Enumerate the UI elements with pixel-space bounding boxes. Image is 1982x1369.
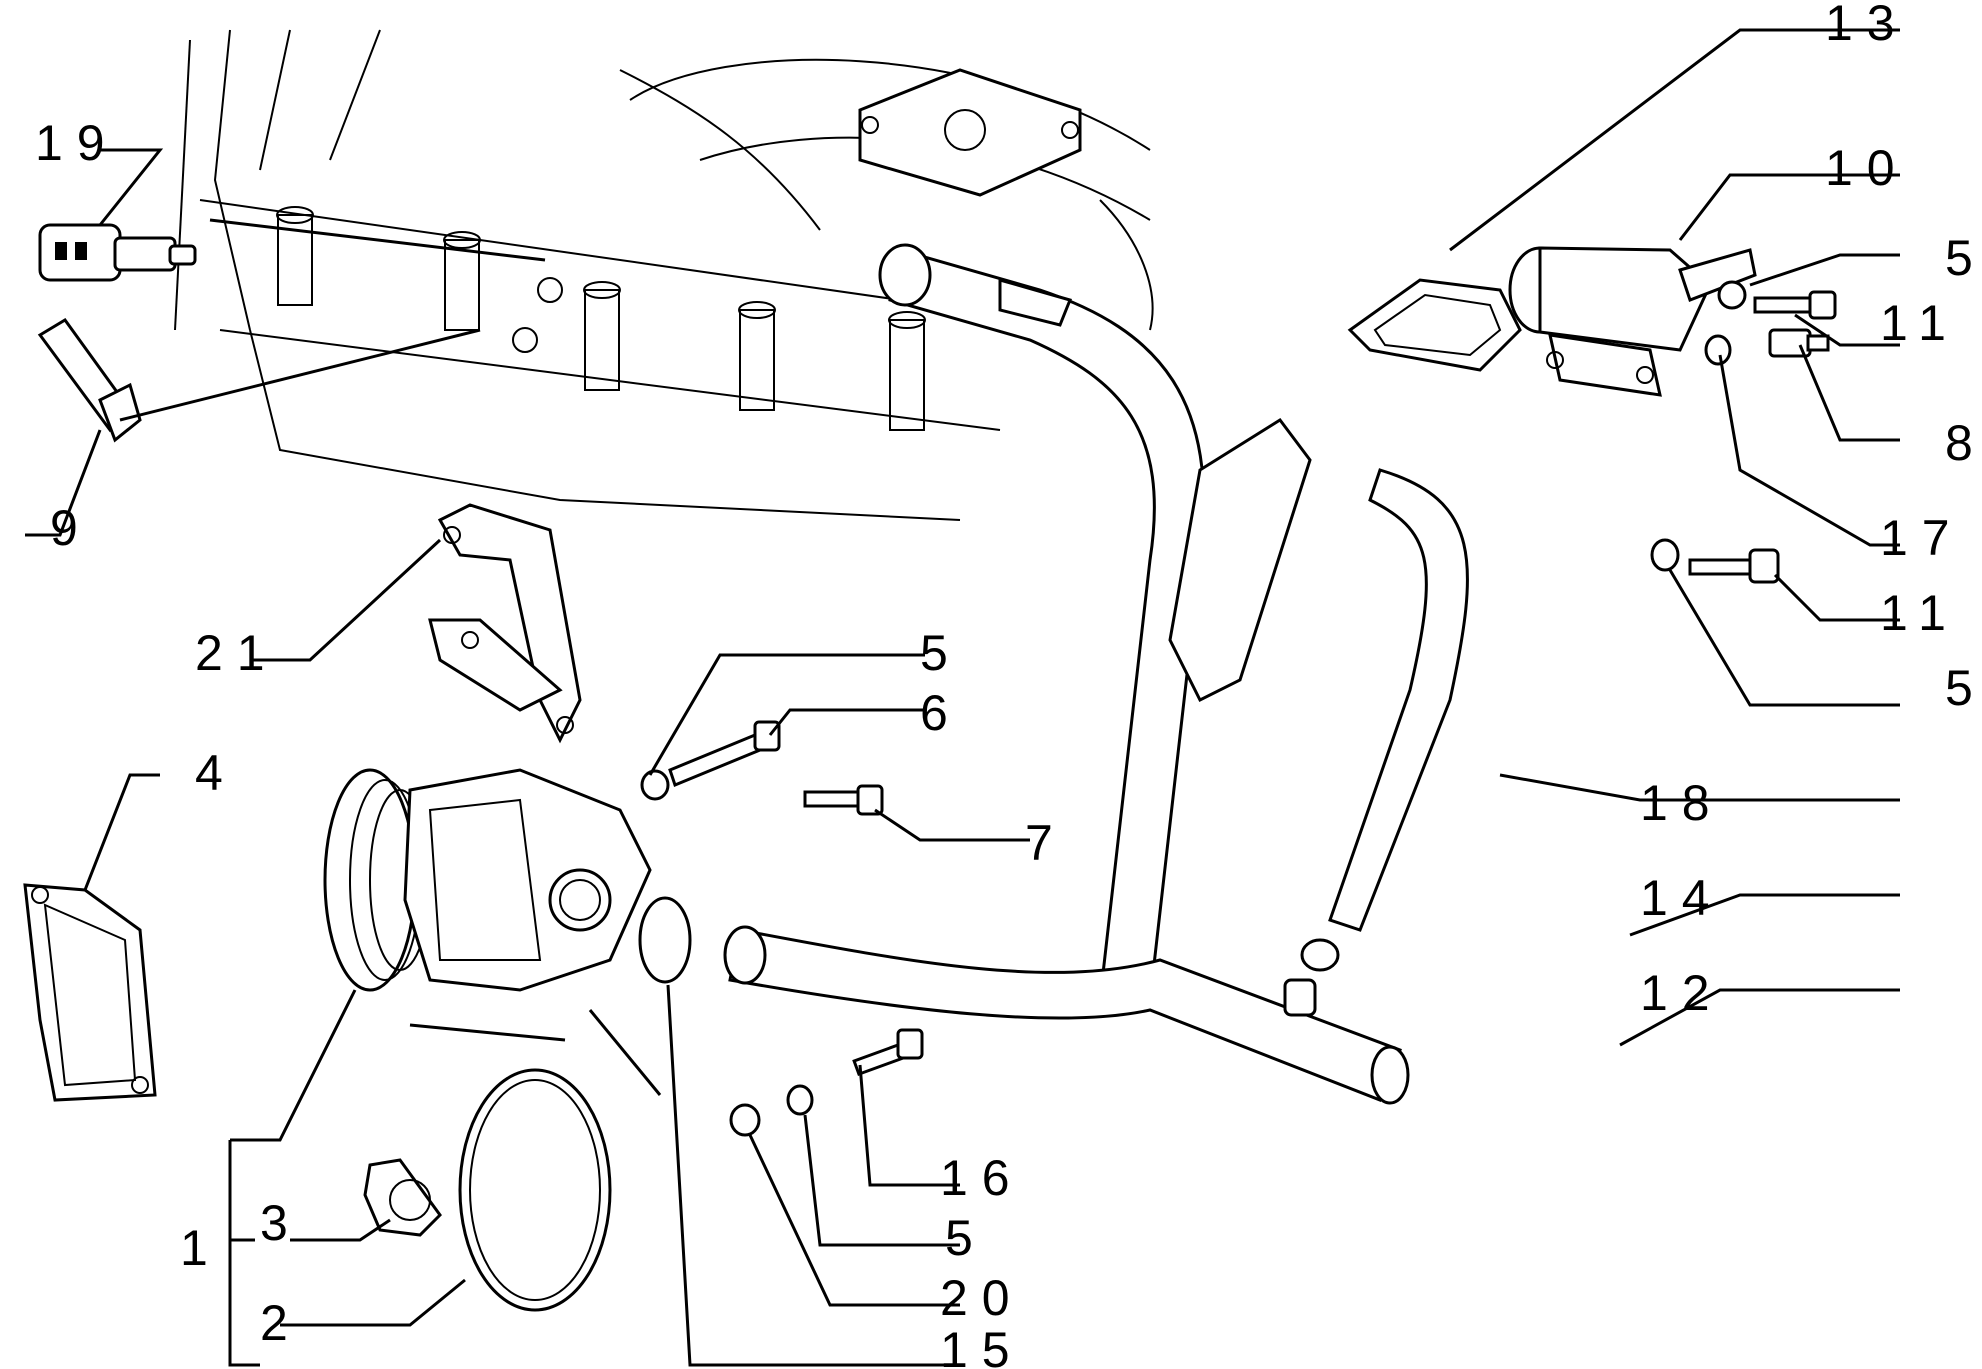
callout-12: 12 (1640, 965, 1724, 1021)
callout-20: 20 (940, 1270, 1024, 1326)
gasket-13 (1347, 278, 1522, 372)
callout-2: 2 (260, 1295, 302, 1351)
callout-9: 9 (50, 500, 92, 556)
callout-16: 16 (940, 1150, 1024, 1206)
clamp-14 (1300, 938, 1340, 972)
coolant-pipe (723, 243, 1410, 1105)
callout-8: 8 (1945, 415, 1982, 471)
temperature-sender-19 (38, 223, 197, 282)
engine-block (174, 29, 1154, 521)
callout-11a: 11 (1880, 295, 1960, 351)
callout-18: 18 (1640, 775, 1724, 831)
temperature-sender-9 (37, 318, 142, 443)
callout-5d: 5 (945, 1210, 987, 1266)
hose-18 (1328, 468, 1469, 932)
callout-21: 21 (195, 625, 279, 681)
callout-11b: 11 (1880, 585, 1960, 641)
callout-17: 17 (1880, 510, 1964, 566)
callout-5c: 5 (920, 625, 962, 681)
sensor-8 (1704, 328, 1830, 366)
thermostat-housing-10 (1508, 246, 1757, 397)
callout-labels: 13 10 5 11 8 17 11 5 18 14 12 19 9 21 4 … (35, 0, 1982, 1369)
callout-4: 4 (195, 745, 237, 801)
nut-20 (729, 1103, 761, 1137)
bolt-16 (852, 1028, 924, 1077)
o-ring-2 (458, 1068, 612, 1312)
washer-5-lower (786, 1084, 814, 1116)
callout-15: 15 (940, 1322, 1024, 1369)
callout-3: 3 (260, 1195, 302, 1251)
callout-13: 13 (1825, 0, 1909, 51)
bolt-11-upper (1717, 280, 1837, 320)
callout-10: 10 (1825, 140, 1909, 196)
leader-lines (25, 28, 1900, 1367)
callout-19: 19 (35, 115, 119, 171)
bolt-6 (640, 720, 781, 801)
callout-5a: 5 (1945, 230, 1982, 286)
bolt-11-lower (1650, 538, 1780, 584)
union-12 (1283, 978, 1317, 1017)
bolt-7 (803, 784, 884, 816)
pulley-3 (363, 1158, 442, 1237)
gasket-4 (23, 883, 157, 1102)
callout-1: 1 (180, 1220, 222, 1276)
o-ring-15 (638, 896, 692, 984)
water-pump (323, 768, 652, 992)
callout-14: 14 (1640, 870, 1724, 926)
bracket-21 (428, 503, 582, 744)
callout-6: 6 (920, 685, 962, 741)
callout-5b: 5 (1945, 660, 1982, 716)
callout-7: 7 (1025, 815, 1067, 871)
